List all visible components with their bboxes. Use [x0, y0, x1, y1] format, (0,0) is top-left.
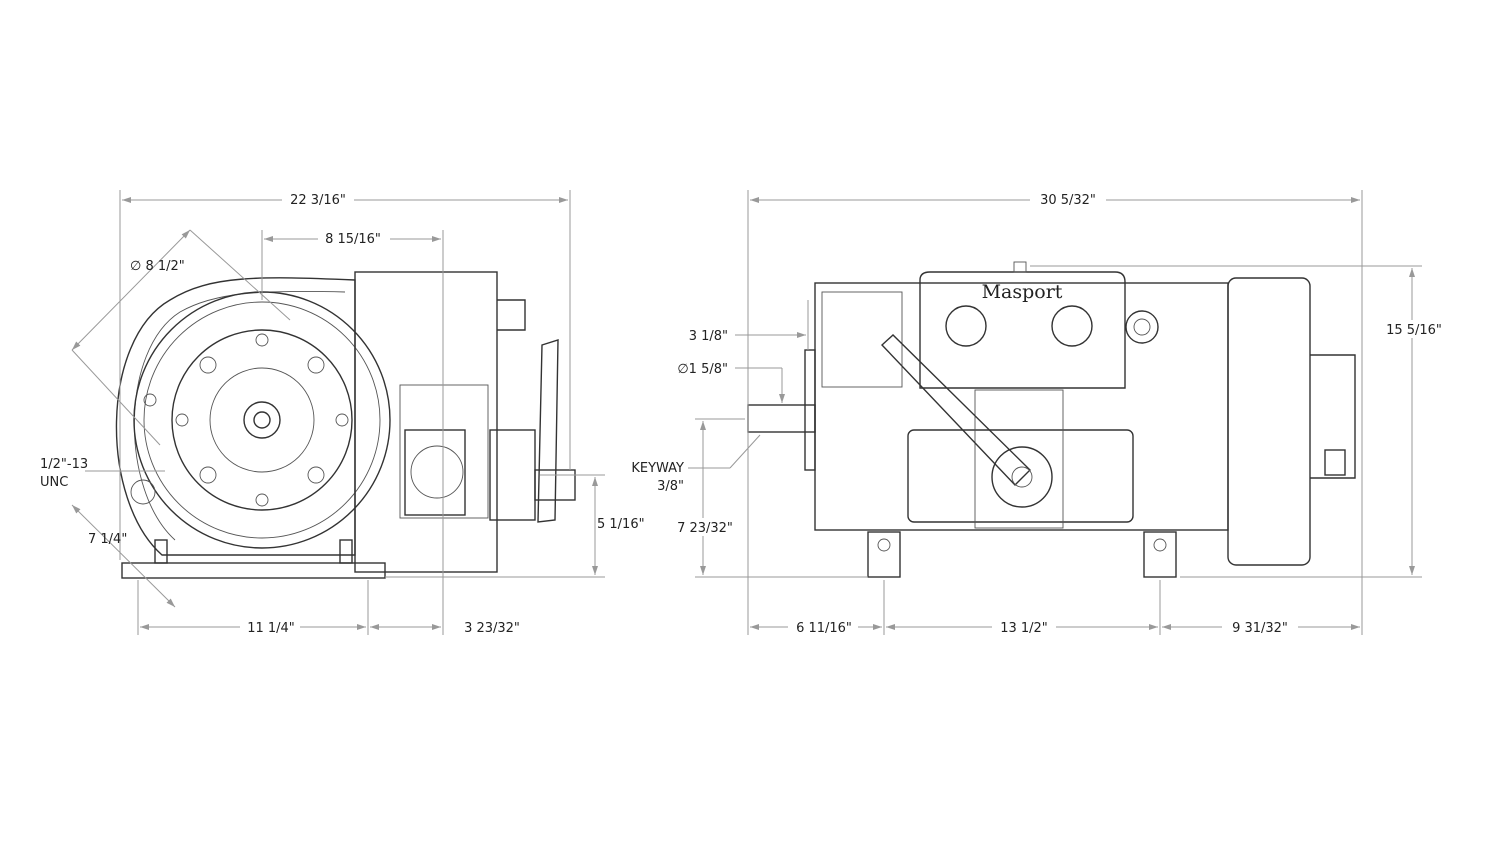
dim-base-width: 11 1/4"	[247, 621, 295, 636]
dim-housing-diameter: ∅ 8 1/2"	[130, 259, 185, 274]
dim-front-to-foot: 6 11/16"	[796, 621, 852, 636]
dim-shaft-diameter: ∅1 5/8"	[677, 362, 728, 377]
dim-shaft-height: 7 23/32"	[677, 521, 733, 536]
thread-label-2: UNC	[40, 475, 68, 490]
dim-inlet-to-base: 3 23/32"	[464, 621, 520, 636]
dim-foot-to-rear: 9 31/32"	[1232, 621, 1288, 636]
pump-end-view	[115, 271, 576, 579]
dim-inlet-height: 5 1/16"	[597, 517, 645, 532]
brand-logo: Masport	[982, 281, 1063, 303]
dim-shaft-length: 3 1/8"	[689, 329, 728, 344]
dim-overall-height: 15 5/16"	[1386, 323, 1442, 338]
dim-foot-spacing: 13 1/2"	[1000, 621, 1048, 636]
pump-side-view: Masport	[747, 261, 1356, 578]
left-dimensions: 22 3/16" 8 15/16" ∅ 8 1/2" 1/2"-13 UNC 7…	[40, 190, 645, 636]
dim-diagonal: 7 1/4"	[88, 532, 127, 547]
dim-overall-width: 22 3/16"	[290, 193, 346, 208]
keyway-label-2: 3/8"	[657, 479, 684, 494]
thread-label-1: 1/2"-13	[40, 457, 88, 472]
keyway-label-1: KEYWAY	[631, 461, 684, 476]
dim-overall-length: 30 5/32"	[1040, 193, 1096, 208]
dim-inlet-offset: 8 15/16"	[325, 232, 381, 247]
right-dimensions: 30 5/32" 15 5/16" 3 1/8" ∅1 5/8" KEYWAY …	[631, 190, 1446, 636]
